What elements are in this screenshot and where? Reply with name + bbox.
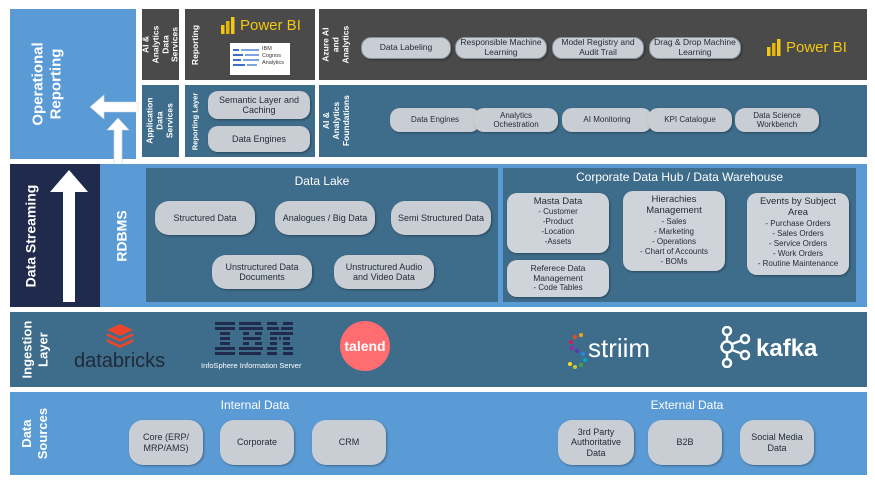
- azure-ai-label: Azure AI and Analytics: [320, 25, 350, 64]
- left-arrow-icon: [90, 94, 139, 120]
- data-lake-title: Data Lake: [294, 174, 350, 188]
- semantic-layer-pill: Semantic Layer and Caching: [208, 91, 310, 119]
- structured-data-pill: Structured Data: [155, 201, 255, 235]
- ai-foundations-label: AI & Analytics Foundations: [320, 95, 350, 147]
- ibm-logo-icon: [215, 322, 293, 355]
- databricks-text: databricks: [74, 350, 166, 372]
- kafka-logo-icon: [720, 326, 751, 368]
- powerbi-logo-icon-2: [767, 39, 781, 56]
- reporting-label: Reporting: [190, 24, 201, 65]
- databricks-logo-icon: [107, 324, 133, 348]
- data-streaming-label: Data Streaming: [22, 184, 39, 287]
- core-erp-pill: Core (ERP/ MRP/AMS): [129, 420, 203, 465]
- ingestion-layer-panel: [10, 312, 867, 387]
- rdbms-label: RDBMS: [114, 209, 130, 262]
- ai-analytics-data-services-label: AI & Analytics Data Services: [139, 25, 180, 64]
- crm-pill: CRM: [312, 420, 386, 465]
- ai-monitoring-pill: AI Monitoring: [562, 108, 652, 132]
- vertical-double-arrow-icon: [106, 118, 130, 188]
- ai-analytics-data-services-panel: [142, 9, 179, 80]
- ibm-sub-text: InfoSphere Information Server: [201, 361, 302, 370]
- powerbi-logo-icon: [221, 17, 235, 34]
- external-data-title: External Data: [650, 398, 724, 412]
- model-registry-pill: Model Registry and Audit Trail: [552, 37, 644, 59]
- masta-data-box: Masta Data - Customer -Product -Location…: [507, 193, 609, 253]
- data-lake-panel: [146, 168, 498, 302]
- foundation-data-engines-pill: Data Engines: [390, 108, 480, 132]
- kpi-catalogue-pill: KPI Catalogue: [648, 108, 732, 132]
- cognos-logo-icon: [233, 49, 259, 66]
- data-labeling-pill: Data Labeling: [361, 37, 451, 59]
- application-data-services-panel: [142, 85, 179, 157]
- third-party-pill: 3rd Party Authoritative Data: [558, 420, 634, 465]
- b2b-pill: B2B: [648, 420, 722, 465]
- cognos-text: IBM Cognos Analytics: [262, 46, 285, 66]
- data-sources-label: Data Sources: [19, 407, 51, 460]
- talend-logo-icon: talend: [340, 321, 390, 371]
- analytics-orchestration-pill: Analytics Ochestration: [474, 108, 558, 132]
- data-hub-title: Corporate Data Hub / Data Warehouse: [576, 170, 783, 184]
- semi-structured-pill: Semi Structured Data: [391, 201, 491, 235]
- operational-reporting-label: Operational Reporting: [30, 42, 66, 126]
- corporate-pill: Corporate: [220, 420, 294, 465]
- powerbi-text: Power BI: [240, 17, 301, 34]
- data-science-workbench-pill: Data Science Workbench: [735, 108, 819, 132]
- up-arrow-icon: [50, 170, 88, 302]
- kafka-text: kafka: [756, 335, 818, 362]
- events-box: Events by Subject Area - Purchase Orders…: [747, 193, 849, 275]
- internal-data-title: Internal Data: [220, 398, 290, 412]
- hierarchies-box: Hierachies Management - Sales - Marketin…: [623, 191, 725, 271]
- striim-logo-icon: [568, 333, 587, 369]
- reporting-layer-label: Reporting Layer: [190, 92, 200, 150]
- ingestion-layer-label: Ingestion Layer: [19, 320, 50, 379]
- talend-text: talend: [344, 338, 386, 354]
- responsible-ml-pill: Responsible Machine Learning: [455, 37, 547, 59]
- unstructured-documents-pill: Unstructured Data Documents: [212, 255, 312, 289]
- social-media-pill: Social Media Data: [740, 420, 814, 465]
- big-data-pill: Analogues / Big Data: [275, 201, 375, 235]
- data-engines-pill: Data Engines: [208, 126, 310, 152]
- striim-text: striim: [588, 333, 651, 363]
- reference-data-box: Referece Data Management - Code Tables: [507, 260, 609, 297]
- drag-drop-ml-pill: Drag & Drop Machine Learning: [649, 37, 741, 59]
- unstructured-audio-video-pill: Unstructured Audio and Video Data: [334, 255, 434, 289]
- powerbi-text-2: Power BI: [786, 39, 847, 56]
- application-data-services-label: Application Data Services: [144, 97, 175, 145]
